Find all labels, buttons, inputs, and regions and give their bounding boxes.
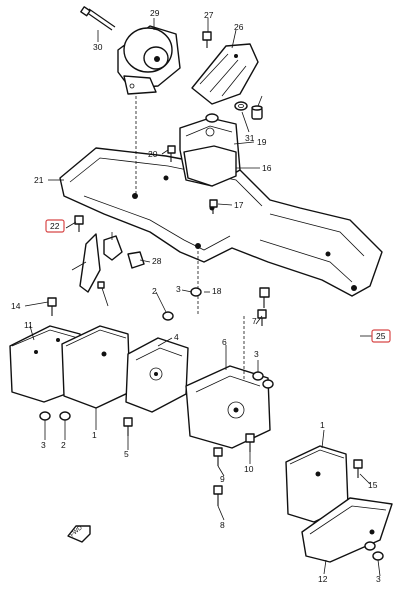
part-12-bracket <box>301 497 393 563</box>
part-23-bolt <box>202 31 212 48</box>
part-25-upper-mount <box>117 25 181 95</box>
callout-13-right: 15 <box>368 480 378 490</box>
part-8-bolt <box>213 485 223 506</box>
callout-7: 7 <box>252 316 257 326</box>
part-17-nut <box>205 113 219 123</box>
callout-4: 4 <box>174 332 179 342</box>
part-29-bracket <box>79 233 101 293</box>
part-2-washer-right <box>262 379 274 389</box>
callout-6: 6 <box>222 337 227 347</box>
leader-lines <box>24 18 381 577</box>
part-27-nut <box>234 101 248 111</box>
callout-labels: 29 30 27 26 31 19 20 16 21 17 22 28 14 1… <box>11 8 386 584</box>
part-14-mount <box>179 117 241 187</box>
callout-11: 11 <box>24 320 33 330</box>
part-3-nut-left <box>39 411 51 421</box>
part-3-nut-right <box>252 371 264 381</box>
callout-15: 17 <box>234 200 244 210</box>
callout-3-left: 3 <box>41 440 46 450</box>
callout-5: 5 <box>124 449 129 459</box>
callout-2-left: 2 <box>61 440 66 450</box>
callout-22: 26 <box>234 22 244 32</box>
part-15-bolt <box>209 199 218 214</box>
callout-27: 31 <box>245 133 255 143</box>
callout-14: 16 <box>262 163 272 173</box>
part-4-bracket <box>125 337 189 413</box>
part-10-bolt <box>245 433 255 452</box>
part-22-bracket <box>191 43 259 105</box>
part-3-nut-lower-right <box>372 551 384 561</box>
callout-1-left: 1 <box>92 430 97 440</box>
callout-21: 25 <box>376 331 386 341</box>
part-2-washer-lower-right <box>364 541 376 551</box>
callout-2-mid: 2 <box>152 286 157 296</box>
highlight-box-21 <box>371 329 391 343</box>
callout-18: 20 <box>148 149 158 159</box>
part-30-clip <box>103 235 123 261</box>
part-28-bushing <box>251 105 263 120</box>
part-13-bolt-left <box>47 297 57 316</box>
callout-19: 21 <box>34 175 44 185</box>
callout-9: 9 <box>220 474 225 484</box>
part-18-bolt <box>167 145 176 162</box>
part-7-bolt <box>257 309 267 326</box>
callout-17: 19 <box>257 137 267 147</box>
part-9-bolt <box>213 447 223 466</box>
callout-24: 28 <box>152 256 162 266</box>
part-13-bolt-right <box>353 459 363 478</box>
callout-8: 8 <box>220 520 225 530</box>
part-3-nut-mid <box>190 287 202 297</box>
part-19-crossmember <box>59 96 383 316</box>
part-26-bolt <box>80 6 116 31</box>
part-2-washer-left <box>59 411 71 421</box>
part-24-nut <box>127 251 145 269</box>
callout-12: 12 <box>318 574 328 584</box>
part-5-bolt <box>123 417 133 436</box>
callout-16: 18 <box>212 286 222 296</box>
callout-3-mid: 3 <box>176 284 181 294</box>
front-arrow-icon: FWD <box>67 525 91 543</box>
callout-3-lower-right: 3 <box>376 574 381 584</box>
part-6-bracket <box>185 316 271 449</box>
callout-3-right: 3 <box>254 349 259 359</box>
callout-25: 29 <box>150 8 160 18</box>
callout-1-right: 1 <box>320 420 325 430</box>
callout-13-left: 14 <box>11 301 21 311</box>
callout-26: 30 <box>93 42 103 52</box>
callout-20: 22 <box>50 221 60 231</box>
part-31-bolt <box>97 281 105 289</box>
callout-23: 27 <box>204 10 214 20</box>
part-16-bolt <box>259 287 270 308</box>
part-20-bolt <box>74 215 84 232</box>
part-2-washer-mid <box>162 311 174 321</box>
highlight-box-20 <box>45 219 65 233</box>
callout-10: 10 <box>244 464 254 474</box>
